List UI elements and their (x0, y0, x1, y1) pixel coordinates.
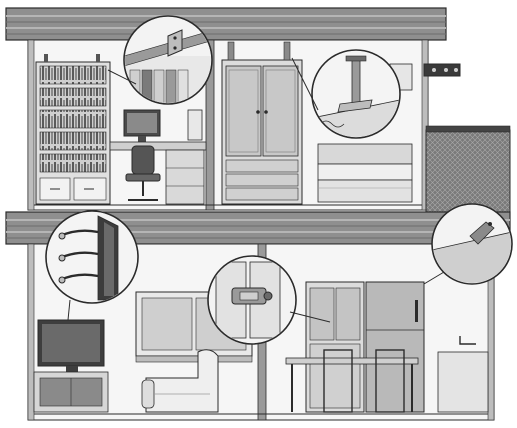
upper-ceiling-beam (6, 8, 446, 40)
tv-wall-strap-callout (46, 211, 138, 303)
cabinet-door-latch-callout (208, 256, 296, 344)
outside-bed (426, 126, 510, 214)
wall-rail-bracket (424, 64, 460, 76)
wardrobe (222, 42, 302, 204)
tv-and-stand (34, 320, 108, 412)
bookshelf (36, 54, 110, 204)
